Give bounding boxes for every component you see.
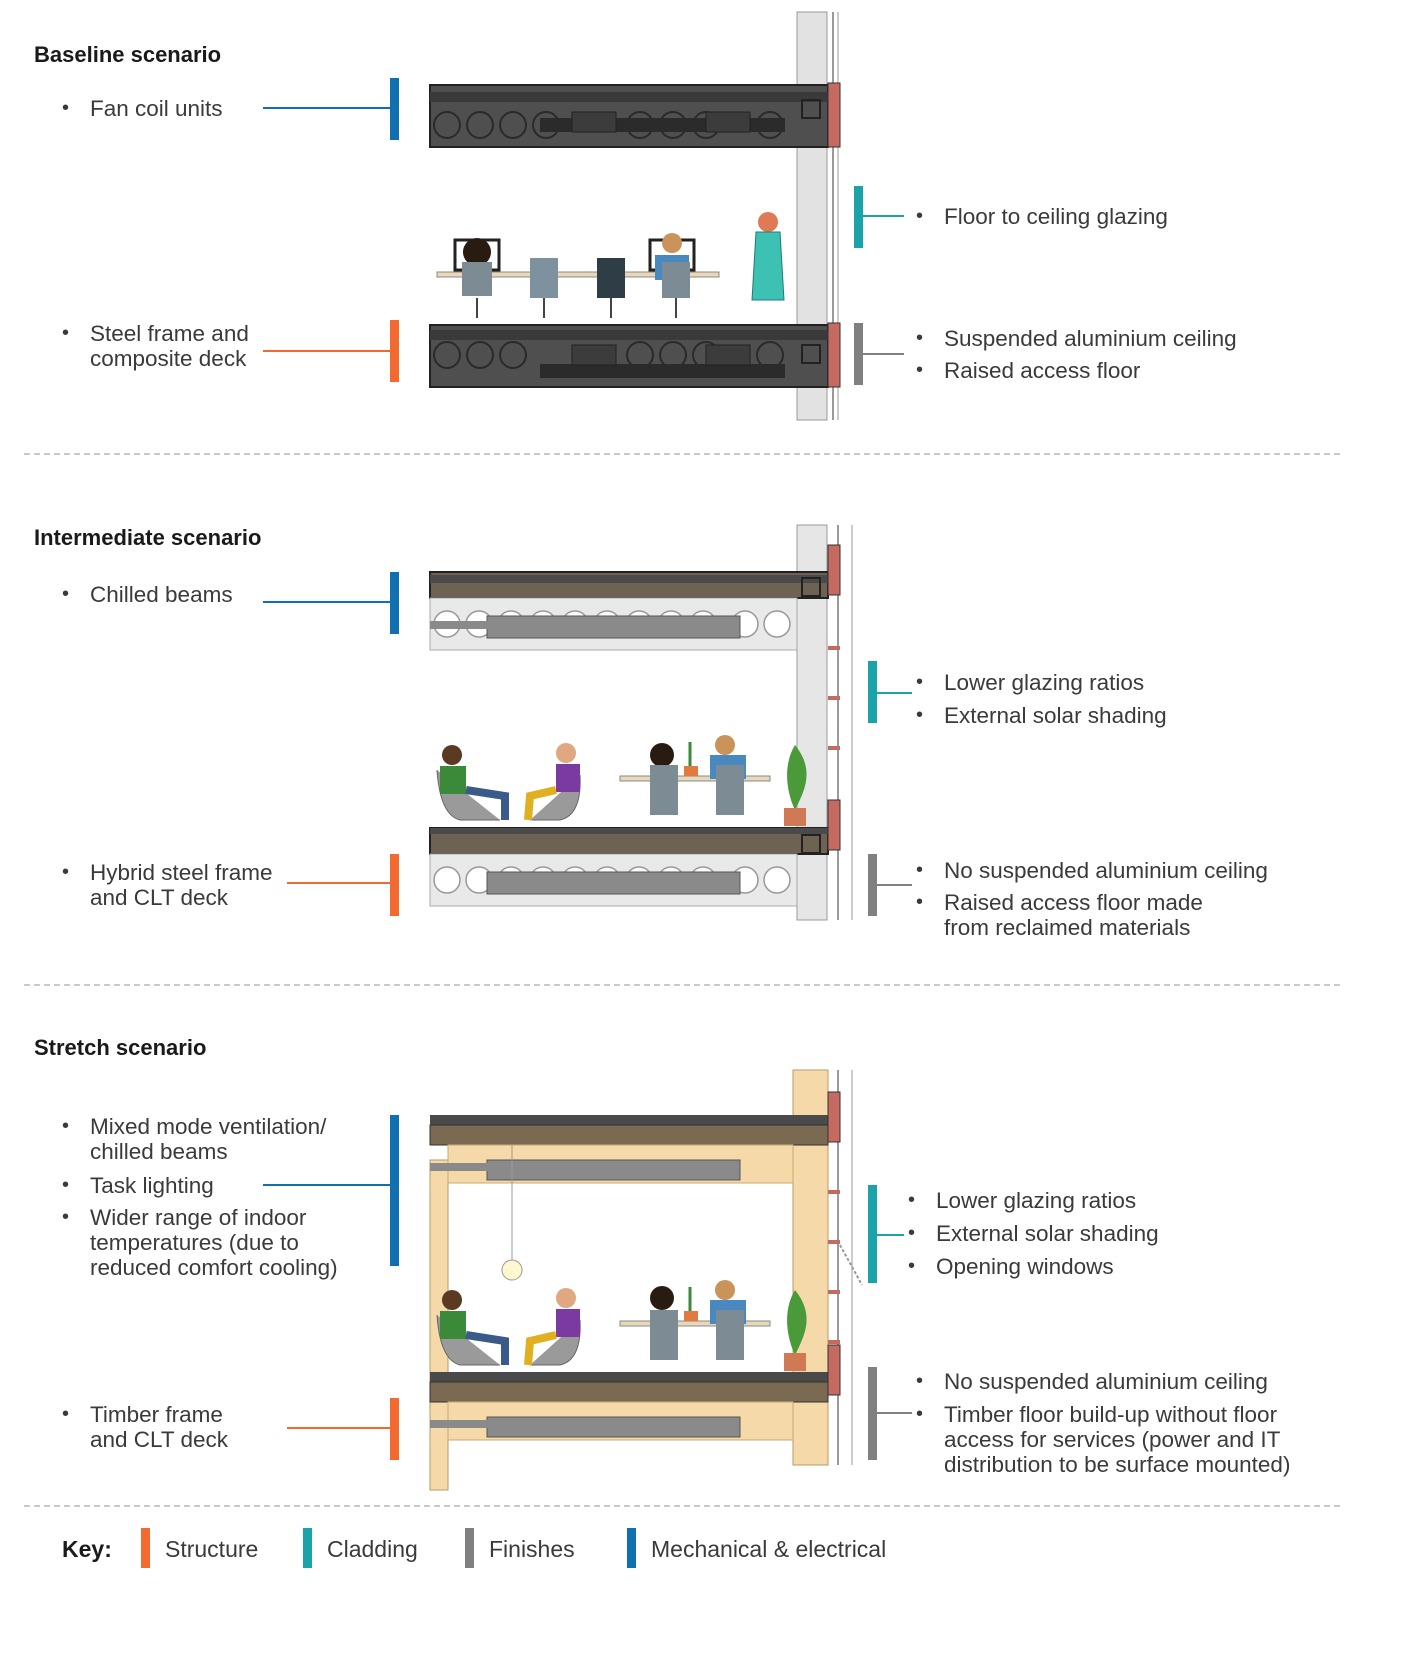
- key-mechanical-swatch: [627, 1528, 636, 1568]
- intermediate-structure-label-2: and CLT deck: [90, 885, 228, 910]
- intermediate-finishes-label-1: No suspended aluminium ceiling: [944, 858, 1268, 883]
- stretch-finishes-item-2: • Timber floor build-up without floor ac…: [916, 1402, 1291, 1477]
- divider-3: [24, 1505, 1340, 1507]
- stretch-cladding-label-3: Opening windows: [936, 1254, 1114, 1279]
- key-finishes-swatch: [465, 1528, 474, 1568]
- stretch-mech-label-4: Wider range of indoor: [90, 1205, 307, 1230]
- intermediate-mech-item: •Chilled beams: [62, 582, 233, 607]
- baseline-finishes-bar: [854, 323, 863, 385]
- intermediate-finishes-label-2: Raised access floor made: [944, 890, 1203, 915]
- key-structure-label: Structure: [165, 1536, 259, 1562]
- stretch-finishes-bar: [868, 1367, 877, 1460]
- intermediate-cladding-item-2: •External solar shading: [916, 703, 1167, 728]
- stretch-finishes-item-1: •No suspended aluminium ceiling: [916, 1369, 1268, 1394]
- stretch-cladding-bar: [868, 1185, 877, 1283]
- stretch-mech-label-5: temperatures (due to: [90, 1230, 299, 1255]
- baseline-finishes-leader: [862, 353, 904, 355]
- stretch-title: Stretch scenario: [34, 1035, 207, 1060]
- stretch-structure-label-1: Timber frame: [90, 1402, 223, 1427]
- intermediate-structure-bar: [390, 854, 399, 916]
- key-cladding-label: Cladding: [327, 1536, 418, 1562]
- stretch-finishes-label-2: Timber floor build-up without floor: [944, 1402, 1278, 1427]
- stretch-cladding-label-1: Lower glazing ratios: [936, 1188, 1137, 1213]
- intermediate-structure-leader: [287, 882, 393, 884]
- stretch-finishes-label-3: access for services (power and IT: [944, 1427, 1281, 1452]
- key-structure-swatch: [141, 1528, 150, 1568]
- stretch-structure-leader: [287, 1427, 393, 1429]
- baseline-mech-item: •Fan coil units: [62, 96, 223, 121]
- baseline-structure-label-1: Steel frame and: [90, 321, 249, 346]
- key-label: Key:: [62, 1536, 112, 1562]
- baseline-finishes-item-1: •Suspended aluminium ceiling: [916, 326, 1237, 351]
- intermediate-cladding-leader: [876, 692, 912, 694]
- stretch-cladding-item-3: •Opening windows: [908, 1254, 1114, 1279]
- baseline-mech-label: Fan coil units: [90, 96, 223, 121]
- intermediate-cladding-bar: [868, 661, 877, 723]
- stretch-mech-item-2: •Task lighting: [62, 1173, 214, 1198]
- stretch-cladding-item-1: •Lower glazing ratios: [908, 1188, 1137, 1213]
- stretch-finishes-label-4: distribution to be surface mounted): [944, 1452, 1291, 1477]
- intermediate-finishes-bar: [868, 854, 877, 916]
- baseline-structure-bar: [390, 320, 399, 382]
- stretch-mech-item-1: • Mixed mode ventilation/ chilled beams: [62, 1114, 327, 1164]
- baseline-finishes-label-1: Suspended aluminium ceiling: [944, 326, 1237, 351]
- intermediate-finishes-item-1: •No suspended aluminium ceiling: [916, 858, 1268, 883]
- key-cladding-swatch: [303, 1528, 312, 1568]
- intermediate-title: Intermediate scenario: [34, 525, 262, 550]
- stretch-structure-item: • Timber frame and CLT deck: [62, 1402, 228, 1452]
- stretch-finishes-label-1: No suspended aluminium ceiling: [944, 1369, 1268, 1394]
- stretch-mech-leader: [263, 1184, 393, 1186]
- baseline-finishes-label-2: Raised access floor: [944, 358, 1141, 383]
- stretch-structure-label-2: and CLT deck: [90, 1427, 228, 1452]
- intermediate-section-drawing: [429, 524, 853, 921]
- stretch-cladding-leader: [876, 1234, 904, 1236]
- baseline-cladding-leader: [862, 215, 904, 217]
- stretch-mech-bar: [390, 1115, 399, 1266]
- intermediate-structure-label-1: Hybrid steel frame: [90, 860, 273, 885]
- stretch-mech-label-2: chilled beams: [90, 1139, 228, 1164]
- stretch-mech-item-3: • Wider range of indoor temperatures (du…: [62, 1205, 338, 1280]
- intermediate-mech-label: Chilled beams: [90, 582, 233, 607]
- stretch-section-drawing: [429, 1069, 863, 1491]
- intermediate-cladding-label-2: External solar shading: [944, 703, 1167, 728]
- stretch-cladding-item-2: •External solar shading: [908, 1221, 1159, 1246]
- divider-2: [24, 984, 1340, 986]
- baseline-mech-leader: [263, 107, 393, 109]
- baseline-mech-bar: [390, 78, 399, 140]
- baseline-finishes-item-2: •Raised access floor: [916, 358, 1141, 383]
- intermediate-structure-item: • Hybrid steel frame and CLT deck: [62, 860, 273, 910]
- key-finishes-label: Finishes: [489, 1536, 575, 1562]
- intermediate-finishes-leader: [876, 884, 912, 886]
- intermediate-cladding-item-1: •Lower glazing ratios: [916, 670, 1145, 695]
- baseline-structure-label-2: composite deck: [90, 346, 247, 371]
- divider-1: [24, 453, 1340, 455]
- intermediate-mech-bar: [390, 572, 399, 634]
- baseline-structure-item: • Steel frame and composite deck: [62, 321, 249, 371]
- stretch-mech-label-3: Task lighting: [90, 1173, 214, 1198]
- key-mechanical-label: Mechanical & electrical: [651, 1536, 887, 1562]
- stretch-finishes-leader: [876, 1412, 912, 1414]
- baseline-section-drawing: [429, 11, 841, 421]
- intermediate-cladding-label-1: Lower glazing ratios: [944, 670, 1145, 695]
- baseline-structure-leader: [263, 350, 393, 352]
- baseline-title: Baseline scenario: [34, 42, 222, 67]
- baseline-cladding-label: Floor to ceiling glazing: [944, 204, 1168, 229]
- baseline-cladding-item: •Floor to ceiling glazing: [916, 204, 1168, 229]
- stretch-mech-label-6: reduced comfort cooling): [90, 1255, 338, 1280]
- baseline-cladding-bar: [854, 186, 863, 248]
- intermediate-finishes-item-2: • Raised access floor made from reclaime…: [916, 890, 1203, 940]
- stretch-cladding-label-2: External solar shading: [936, 1221, 1159, 1246]
- intermediate-finishes-label-3: from reclaimed materials: [944, 915, 1191, 940]
- intermediate-mech-leader: [263, 601, 393, 603]
- stretch-structure-bar: [390, 1398, 399, 1460]
- stretch-mech-label-1: Mixed mode ventilation/: [90, 1114, 327, 1139]
